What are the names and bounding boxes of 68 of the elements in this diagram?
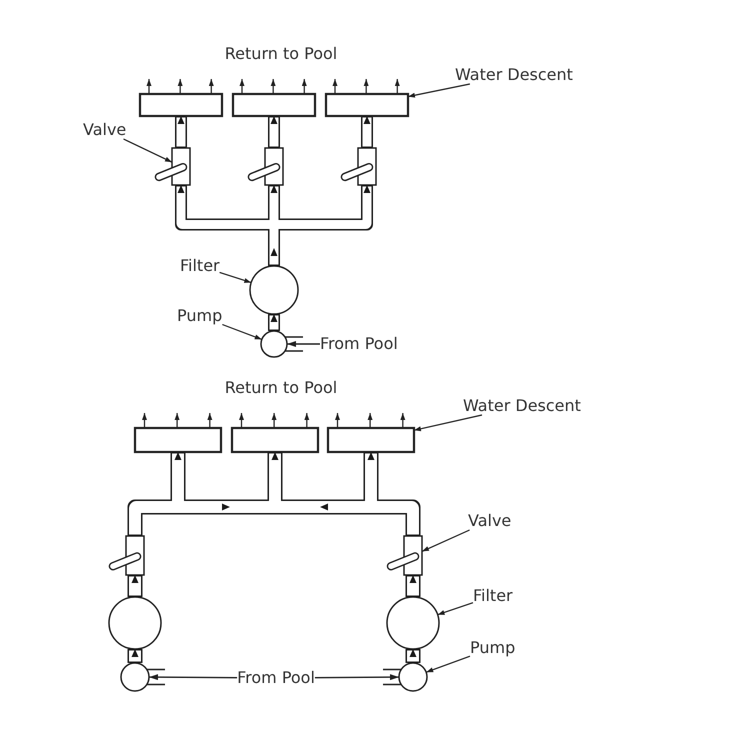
outflow-arrow [240,79,244,94]
flow-label: Return to Pool [224,45,338,63]
pipe [128,649,142,663]
pipe [175,116,187,148]
outflow-arrow [272,413,277,428]
flow-arrow [287,341,320,347]
outflow-arrow [302,79,307,94]
outflow-arrow [178,79,183,94]
callout-label: Water Descent [455,66,573,84]
filter-tank [108,596,162,650]
outflow-arrow [208,79,214,94]
callout-label: Valve [83,121,126,139]
pipe [268,314,280,331]
callout-label: Pump [470,639,516,657]
outflow-arrow [335,413,340,428]
leader-line [222,324,262,340]
filter-tank [386,596,440,650]
pipe [128,575,142,597]
pump-housing [398,662,428,692]
outflow-arrow [304,413,310,428]
leader-line [437,602,474,616]
pump-housing [120,662,150,692]
outflow-arrow [364,79,369,94]
water-descent-box [232,92,316,118]
pipe [406,649,420,663]
flow-label: From Pool [320,335,398,353]
leader-line [422,529,470,552]
callout-label: Filter [180,257,220,275]
outflow-arrow [142,413,147,428]
pipe [275,500,371,514]
callout-label: Water Descent [463,397,581,415]
outflow-arrow [207,413,212,428]
callout-label: Filter [473,587,513,605]
outflow-arrow [394,79,400,94]
water-descent-box [138,92,224,118]
callout-label: Valve [468,512,512,530]
water-descent-box [230,426,320,454]
pipe [268,452,282,500]
leader-line [426,656,470,673]
water-descent-box [326,426,416,454]
leader-line [219,272,252,284]
pipe [406,575,420,597]
water-descent-box [134,426,222,454]
pipe [268,116,280,148]
flow-label: From Pool [237,669,315,687]
outflow-arrow [239,413,244,428]
outflow-arrow [368,413,373,428]
pipe [175,185,268,230]
pipe [280,185,373,230]
outflow-arrow [146,79,152,94]
flow-label: Return to Pool [224,379,338,397]
outflow-arrow [270,79,276,94]
pipe [361,116,373,148]
outflow-arrow [400,413,406,428]
outflow-arrow [332,79,338,94]
outflow-arrow [174,413,180,428]
flow-arrow [149,674,238,680]
pump-housing [260,330,288,358]
callout-label: Pump [177,307,222,325]
water-descent-box [324,92,410,118]
flow-arrow [314,674,399,680]
filter-tank [249,265,299,315]
leader-line [123,138,172,163]
pipe [178,500,275,514]
leader-line [414,414,482,432]
leader-line [408,83,470,98]
pipe [371,500,420,536]
pipe [364,452,378,500]
